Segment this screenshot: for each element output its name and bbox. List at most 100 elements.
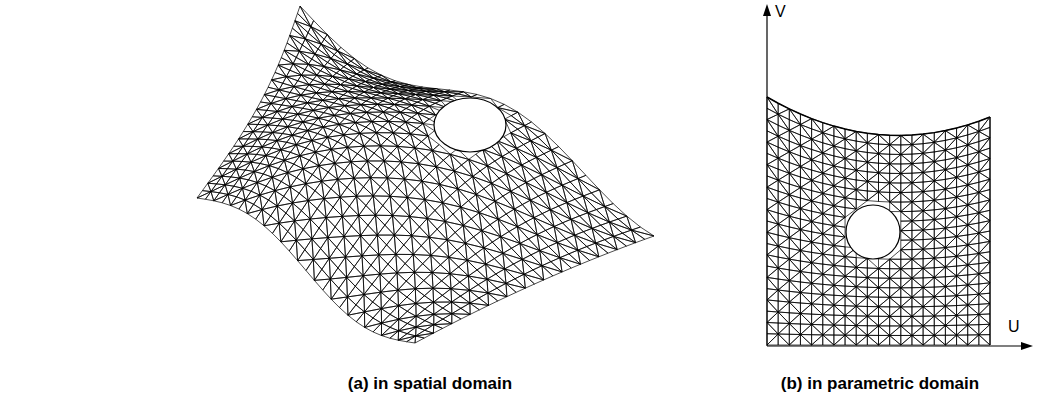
mesh-triangle <box>912 316 923 326</box>
mesh-triangle <box>901 240 912 250</box>
mesh-triangle <box>901 183 912 193</box>
mesh-triangle <box>407 316 416 327</box>
mesh-triangle <box>348 92 360 98</box>
mesh-triangle <box>432 265 450 274</box>
mesh-triangle <box>923 200 934 211</box>
mesh-triangle <box>514 209 534 222</box>
mesh-triangle <box>520 243 531 259</box>
mesh-triangle <box>467 254 486 264</box>
mesh-triangle <box>957 245 968 256</box>
mesh-triangle <box>431 255 441 272</box>
mesh-triangle <box>923 326 934 336</box>
mesh-triangle <box>823 285 834 295</box>
mesh-triangle <box>767 300 778 312</box>
mesh-triangle <box>957 296 968 306</box>
mesh-triangle <box>592 228 614 239</box>
mesh-triangle <box>879 182 890 192</box>
mesh-triangle <box>923 316 934 326</box>
mesh-triangle <box>979 304 990 315</box>
mesh-triangle <box>778 334 789 345</box>
mesh-triangle <box>373 292 382 308</box>
mesh-triangle <box>901 288 912 298</box>
mesh-triangle <box>890 173 901 183</box>
mesh-triangle <box>923 258 934 268</box>
mesh-triangle <box>301 75 313 85</box>
mesh-triangle <box>569 250 581 264</box>
mesh-triangle <box>867 268 878 278</box>
mesh-triangle <box>371 255 380 274</box>
mesh-triangle <box>867 181 878 192</box>
mesh-triangle <box>355 123 366 134</box>
mesh-triangle <box>300 6 314 27</box>
mesh-triangle <box>197 192 211 200</box>
mesh-triangle <box>371 98 383 104</box>
mesh-triangle <box>901 250 912 260</box>
mesh-triangle <box>278 58 293 65</box>
mesh-triangle <box>834 296 845 306</box>
mesh-triangle <box>890 278 901 288</box>
mesh-triangle <box>778 130 789 141</box>
mesh-triangle <box>890 202 901 212</box>
mesh-triangle <box>957 305 968 315</box>
mesh-triangle <box>359 216 368 236</box>
mesh-triangle <box>390 290 399 306</box>
mesh-triangle <box>812 315 823 325</box>
mesh-triangle <box>407 327 416 336</box>
mesh-triangle <box>789 216 800 229</box>
mesh-triangle <box>957 285 968 296</box>
mesh-triangle <box>934 306 945 316</box>
mesh-triangle <box>957 305 968 315</box>
spatial-mesh <box>197 6 654 343</box>
mesh-triangle <box>945 276 956 287</box>
mesh-triangle <box>434 308 452 314</box>
mesh-triangle <box>339 124 349 135</box>
mesh-triangle <box>945 267 956 277</box>
mesh-triangle <box>957 335 968 345</box>
mesh-triangle <box>407 289 416 304</box>
mesh-triangle <box>465 237 484 248</box>
mesh-triangle <box>945 315 956 325</box>
mesh-triangle <box>789 291 800 302</box>
mesh-triangle <box>350 113 361 122</box>
mesh-triangle <box>477 264 487 279</box>
mesh-triangle <box>531 137 552 150</box>
mesh-triangle <box>923 239 934 249</box>
mesh-triangle <box>342 216 358 226</box>
mesh-triangle <box>394 104 406 112</box>
mesh-triangle <box>867 278 878 288</box>
mesh-triangle <box>518 126 531 141</box>
mesh-triangle <box>293 203 302 221</box>
mesh-triangle <box>867 297 878 307</box>
mesh-triangle <box>800 335 811 345</box>
mesh-triangle <box>400 112 411 122</box>
mesh-triangle <box>912 172 923 182</box>
mesh-triangle <box>347 277 356 297</box>
mesh-triangle <box>432 273 441 289</box>
mesh-triangle <box>326 216 342 227</box>
mesh-triangle <box>957 285 968 296</box>
mesh-triangle <box>295 211 311 221</box>
mesh-triangle <box>812 153 823 163</box>
mesh-triangle <box>375 215 384 235</box>
mesh-triangle <box>278 65 290 77</box>
mesh-triangle <box>370 133 380 146</box>
mesh-triangle <box>845 296 856 306</box>
mesh-triangle <box>934 326 945 336</box>
mesh-triangle <box>272 141 281 150</box>
mesh-triangle <box>834 265 845 276</box>
mesh-triangle <box>380 273 397 283</box>
mesh-triangle <box>789 216 800 229</box>
mesh-triangle <box>979 262 990 274</box>
mesh-triangle <box>356 295 365 312</box>
mesh-triangle <box>778 224 789 238</box>
mesh-triangle <box>293 114 303 122</box>
mesh-triangle <box>329 258 338 279</box>
mesh-triangle <box>845 286 856 296</box>
mesh-triangle <box>800 324 811 334</box>
mesh-triangle <box>923 229 934 239</box>
mesh-triangle <box>901 259 912 269</box>
mesh-triangle <box>923 277 934 287</box>
mesh-triangle <box>452 296 470 303</box>
mesh-triangle <box>845 257 856 268</box>
mesh-triangle <box>298 75 309 85</box>
